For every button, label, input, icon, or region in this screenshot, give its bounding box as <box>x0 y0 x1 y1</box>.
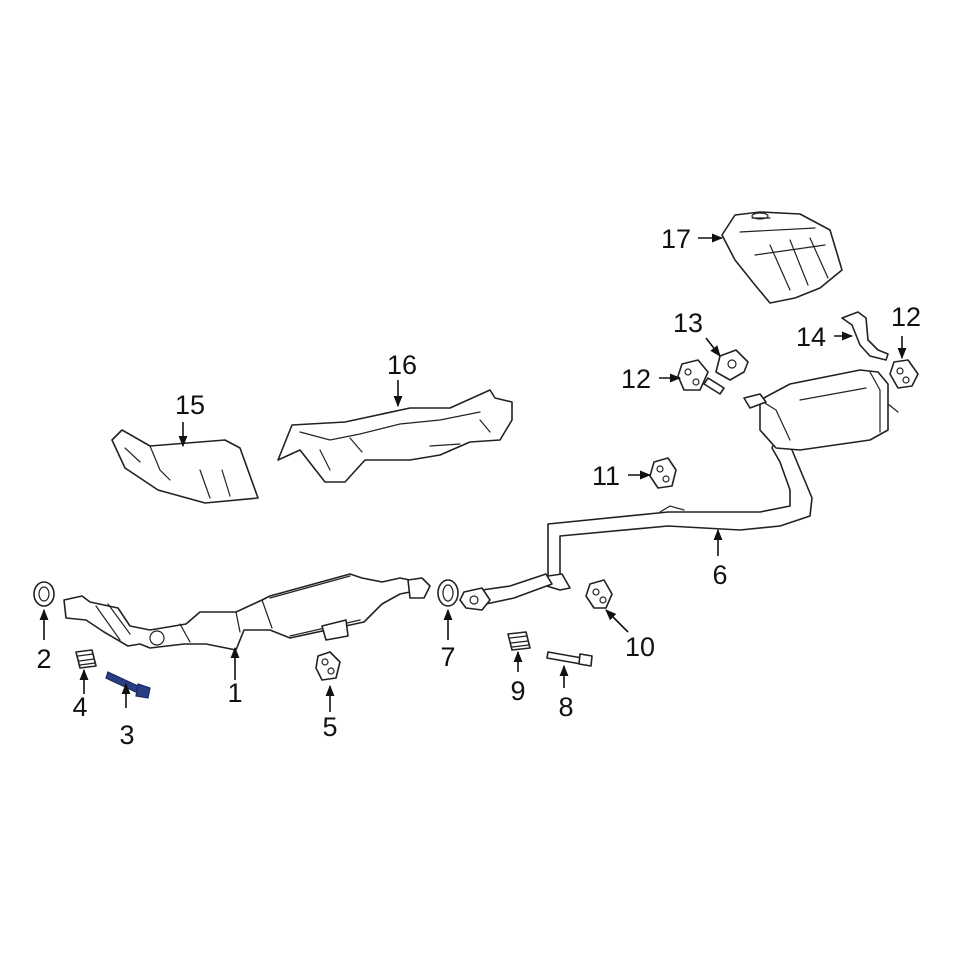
callout-7: 7 <box>440 642 455 672</box>
callout-labels: 1 2 3 4 5 6 7 8 9 10 11 12 12 13 14 15 1… <box>36 224 921 750</box>
part-3-bolt <box>105 671 151 699</box>
part-17-rear-heat-shield <box>721 211 843 304</box>
part-front-pipe <box>459 573 553 611</box>
part-5-insulator <box>315 651 341 681</box>
callout-9: 9 <box>510 676 525 706</box>
part-10-insulator <box>585 579 613 609</box>
part-2-gasket <box>33 581 55 607</box>
part-15-front-heat-shield <box>111 429 259 504</box>
callout-1: 1 <box>227 678 242 708</box>
callout-6: 6 <box>712 560 727 590</box>
part-12-insulator-left <box>677 359 709 391</box>
callout-3: 3 <box>119 720 134 750</box>
callout-5: 5 <box>322 712 337 742</box>
callout-13: 13 <box>673 308 703 338</box>
part-6-muffler-assembly <box>539 369 899 591</box>
leader-lines <box>39 233 907 712</box>
part-11-insulator <box>649 457 677 489</box>
part-16-center-heat-shield <box>277 389 513 483</box>
part-9-spring <box>507 631 531 651</box>
callout-10: 10 <box>625 632 655 662</box>
callout-2: 2 <box>36 644 51 674</box>
part-12-insulator-right <box>889 359 919 389</box>
callout-17: 17 <box>661 224 691 254</box>
callout-4: 4 <box>72 692 87 722</box>
part-8-bolt <box>546 651 593 667</box>
callout-8: 8 <box>558 692 573 722</box>
part-1-catalytic-converter <box>63 573 431 651</box>
part-14-bracket <box>841 311 889 361</box>
callout-12-right: 12 <box>891 302 921 332</box>
callout-14: 14 <box>796 322 826 352</box>
part-7-gasket <box>437 579 459 607</box>
callout-16: 16 <box>387 350 417 380</box>
callout-12-left: 12 <box>621 364 651 394</box>
callout-15: 15 <box>175 390 205 420</box>
callout-11: 11 <box>592 461 620 491</box>
part-13-hanger-bracket <box>703 349 749 395</box>
part-4-spring <box>75 649 97 669</box>
